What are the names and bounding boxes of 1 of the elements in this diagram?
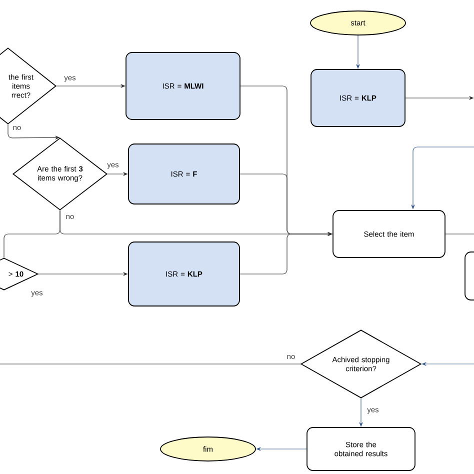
empty-box: [464, 252, 474, 300]
